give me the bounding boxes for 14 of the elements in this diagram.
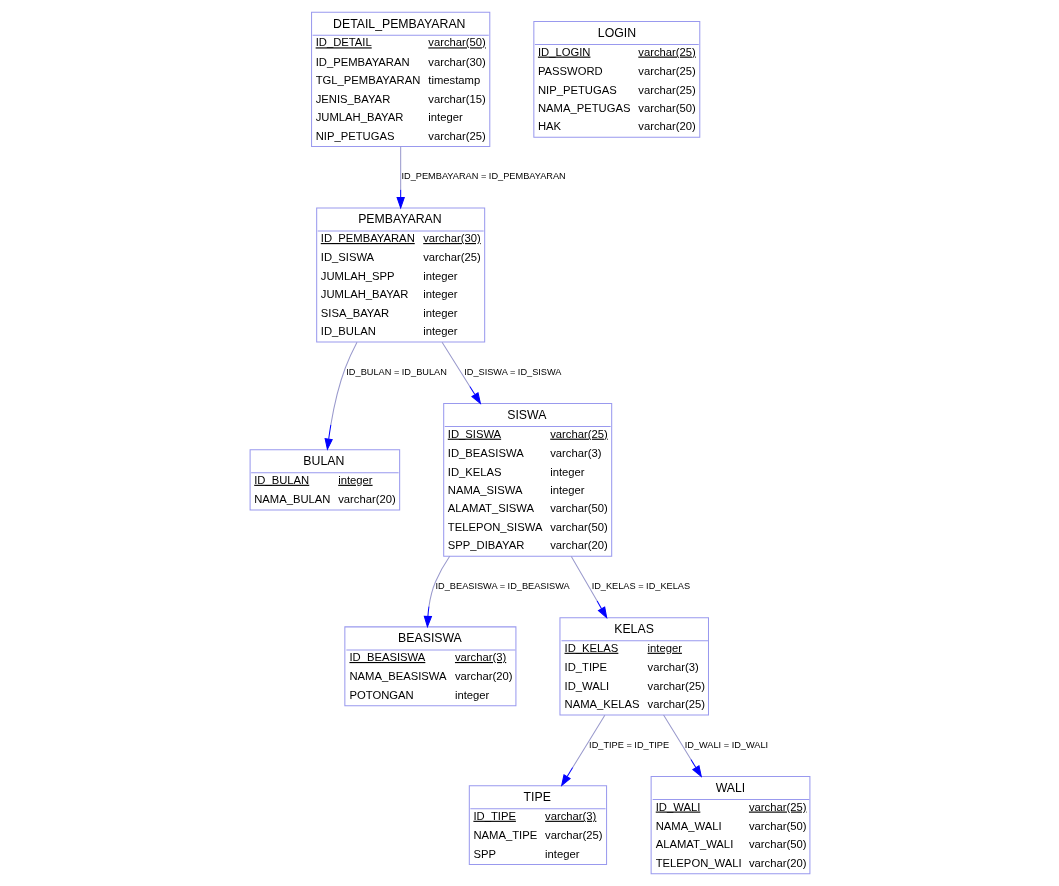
edge-label: ID_KELAS = ID_KELAS bbox=[591, 581, 690, 592]
edge-label: ID_BULAN = ID_BULAN bbox=[345, 367, 447, 378]
arrow bbox=[423, 555, 450, 629]
arrow bbox=[441, 341, 481, 405]
edge-label: ID_PEMBAYARAN = ID_PEMBAYARAN bbox=[401, 171, 566, 182]
edge-label: ID_SISWA = ID_SISWA bbox=[463, 367, 561, 378]
arrow bbox=[395, 145, 405, 210]
edge-label: ID_BEASISWA = ID_BEASISWA bbox=[435, 581, 570, 592]
arrow bbox=[560, 714, 605, 787]
arrow bbox=[323, 341, 357, 451]
arrow bbox=[662, 714, 702, 778]
edge-label: ID_WALI = ID_WALI bbox=[684, 739, 768, 750]
arrow bbox=[570, 555, 607, 619]
edge-label: ID_TIPE = ID_TIPE bbox=[588, 739, 669, 750]
